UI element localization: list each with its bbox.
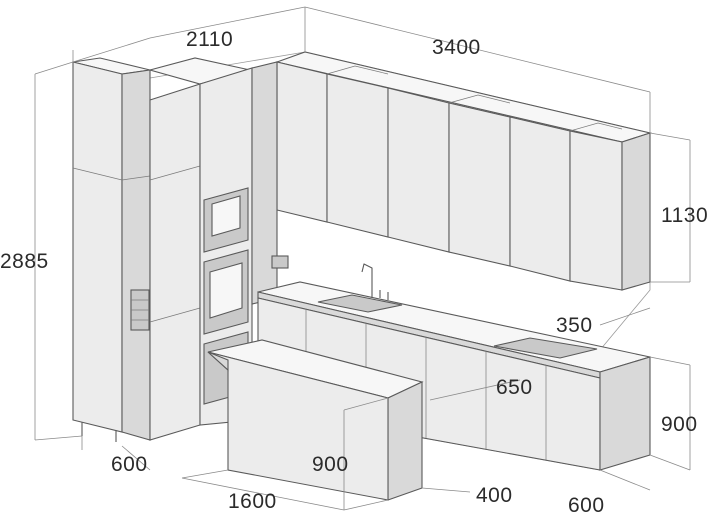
dim-total-length: 3400 bbox=[432, 36, 481, 59]
sink bbox=[317, 294, 403, 313]
base-cabinets bbox=[257, 263, 651, 471]
cooktop bbox=[493, 337, 598, 359]
dim-island-depth: 650 bbox=[496, 376, 533, 399]
dim-upper-depth: 350 bbox=[556, 314, 593, 337]
dimension-lines bbox=[34, 6, 691, 511]
dim-height-total: 2885 bbox=[0, 250, 49, 273]
dim-base-height: 900 bbox=[661, 413, 698, 436]
dim-base-depth: 600 bbox=[568, 494, 605, 517]
faucet bbox=[361, 263, 373, 298]
kitchen-island bbox=[207, 339, 424, 501]
tall-fridge-column bbox=[72, 57, 151, 442]
wall-socket bbox=[271, 255, 289, 269]
dim-island-gap: 400 bbox=[476, 484, 513, 507]
dim-tall-depth: 600 bbox=[111, 453, 148, 476]
dim-island-length: 1600 bbox=[228, 490, 277, 513]
dim-upper-height: 1130 bbox=[661, 204, 708, 227]
dim-island-height: 900 bbox=[312, 453, 349, 476]
dim-tall-width: 2110 bbox=[186, 28, 233, 51]
dimension-labels: 2110 3400 2885 1130 350 650 900 600 900 … bbox=[0, 28, 708, 517]
